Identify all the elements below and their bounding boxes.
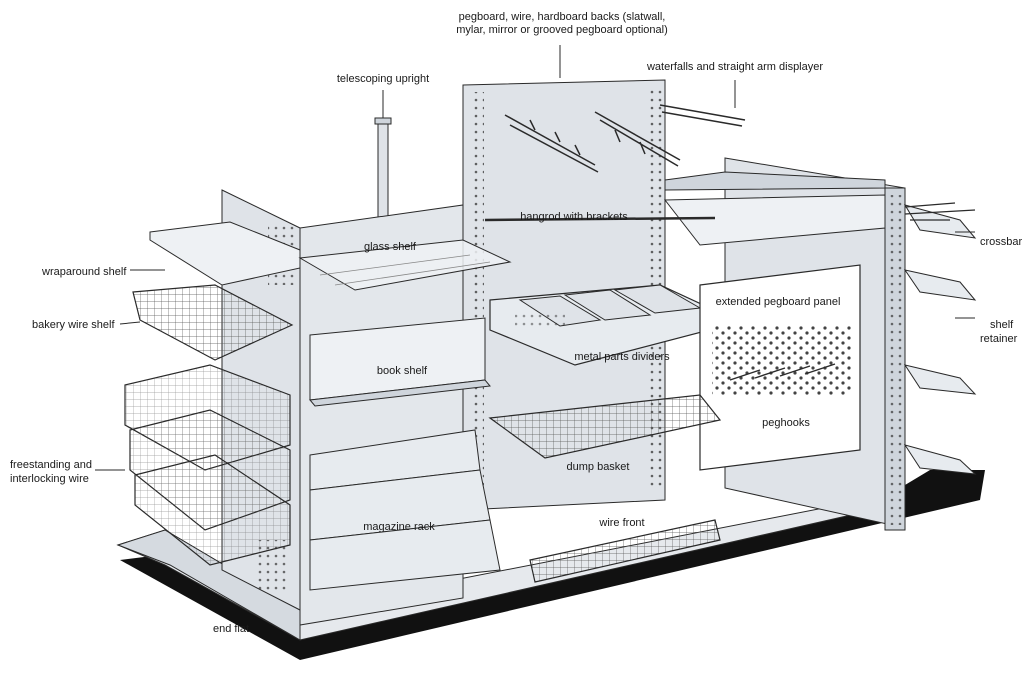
label-waterfalls: waterfalls and straight arm displayer: [646, 61, 823, 73]
label-wire-front: wire front: [598, 517, 644, 529]
label-shelf-retainer-2: retainer: [980, 333, 1018, 345]
telescoping-upright: [374, 117, 392, 219]
label-pegboard-backs-2: mylar, mirror or grooved pegboard option…: [456, 24, 668, 36]
freestanding-wire-baskets: [124, 364, 291, 566]
label-telescoping-upright: telescoping upright: [337, 73, 429, 85]
crossbar: [904, 202, 976, 221]
hangrod: [484, 216, 716, 222]
label-crossbar: crossbar: [980, 236, 1023, 248]
label-book-shelf: book shelf: [377, 365, 428, 377]
wraparound-shelf: [149, 221, 301, 286]
label-glass-shelf: glass shelf: [364, 241, 417, 253]
right-top-shelf: [663, 194, 886, 246]
right-side-shelves: [903, 204, 977, 475]
magazine-rack: [309, 429, 501, 591]
waterfall-displayers: [504, 104, 746, 173]
dump-basket: [488, 394, 722, 459]
book-shelf-lip: [309, 379, 491, 407]
label-dump-basket: dump basket: [567, 461, 630, 473]
label-wraparound-shelf: wraparound shelf: [41, 266, 127, 278]
top-rail-right: [664, 171, 886, 191]
upright-slots-left: [470, 92, 484, 492]
label-peghooks: peghooks: [762, 417, 810, 429]
bakery-wire-shelf: [132, 284, 294, 361]
label-end-flat: end flat: [213, 623, 249, 635]
label-extended-pegboard: extended pegboard panel: [716, 296, 841, 308]
pegboard-holes: [712, 325, 852, 395]
peghooks: [729, 363, 836, 381]
label-freestanding-2: interlocking wire: [10, 473, 89, 485]
label-freestanding-1: freestanding and: [10, 459, 92, 471]
label-pegboard-backs-1: pegboard, wire, hardboard backs (slatwal…: [459, 11, 666, 23]
label-shelf-retainer-1: shelf: [990, 319, 1014, 331]
label-magazine-rack: magazine rack: [363, 521, 435, 533]
label-hangrod: hangrod with brackets: [520, 211, 628, 223]
wire-front: [529, 519, 721, 583]
divider-perforation: [515, 310, 565, 330]
leader-lines: [95, 45, 975, 471]
glass-shelf-edge: [319, 254, 491, 286]
label-bakery-wire-shelf: bakery wire shelf: [32, 319, 115, 331]
label-metal-parts-dividers: metal parts dividers: [574, 351, 670, 363]
glass-shelf: [298, 239, 512, 291]
upright-slots: [888, 195, 902, 525]
